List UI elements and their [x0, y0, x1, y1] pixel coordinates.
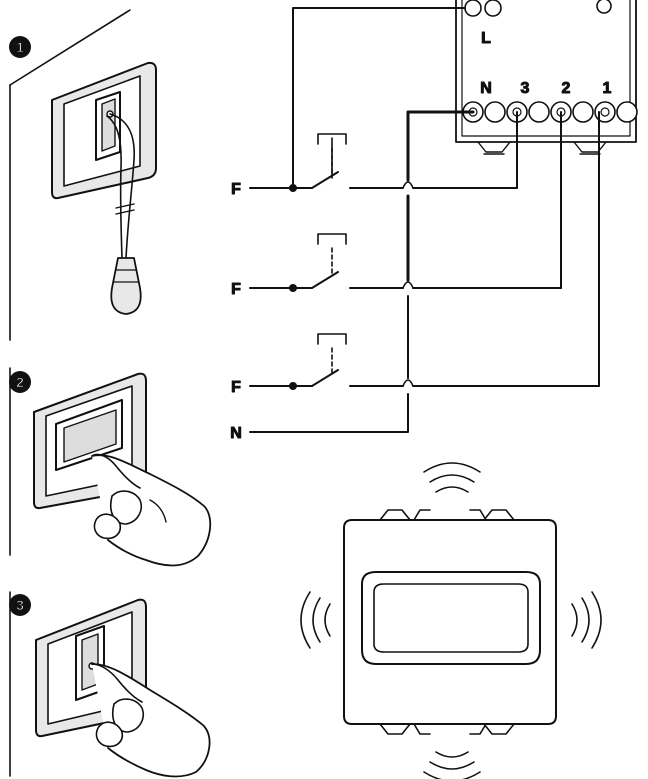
- bulb-socket: [110, 257, 142, 315]
- pressing-hand-3: [91, 663, 211, 778]
- terminal-label-2: 2: [562, 80, 571, 97]
- receiver-module: [455, 0, 637, 155]
- terminal-label-N: N: [480, 80, 492, 97]
- step-1-number: 1: [16, 39, 24, 55]
- wire-label-N: N: [230, 425, 242, 442]
- wire-L-phase: [292, 7, 466, 189]
- crossover-1: [402, 181, 414, 189]
- pressing-hand-2: [91, 453, 212, 567]
- cable-pull-cord: [106, 113, 135, 259]
- device-clips: [379, 509, 515, 735]
- step-2-badge: [9, 371, 31, 393]
- panel-1-wall: [9, 9, 131, 341]
- step-3-badge: [9, 594, 31, 616]
- wire-label-F-3: F: [231, 379, 241, 396]
- pushbutton-switch-1: [249, 133, 518, 192]
- wire-label-F-2: F: [231, 281, 241, 298]
- terminal-label-1: 1: [603, 80, 612, 97]
- vibration-waves-left: [300, 591, 331, 649]
- step-2-number: 2: [16, 374, 24, 390]
- pushbutton-switch-2: [249, 233, 562, 292]
- receiver-device-front: [343, 519, 557, 725]
- terminal-label-3: 3: [521, 80, 530, 97]
- step-3-number: 3: [16, 597, 24, 613]
- vibration-waves-right: [571, 591, 602, 649]
- wall-switch-plate-1: [51, 61, 157, 200]
- vibration-waves-top: [423, 462, 481, 493]
- wire-label-F-1: F: [231, 181, 241, 198]
- wire-N-out: [249, 393, 409, 433]
- crossover-3: [402, 379, 414, 387]
- crossover-2: [402, 281, 414, 289]
- wire-N-top: [406, 110, 475, 182]
- vibration-waves-bottom: [423, 751, 481, 779]
- pushbutton-switch-3: [249, 333, 600, 390]
- terminal-L-screws: [464, 0, 612, 17]
- terminal-label-L: L: [481, 30, 491, 47]
- step-1-badge: [9, 36, 31, 58]
